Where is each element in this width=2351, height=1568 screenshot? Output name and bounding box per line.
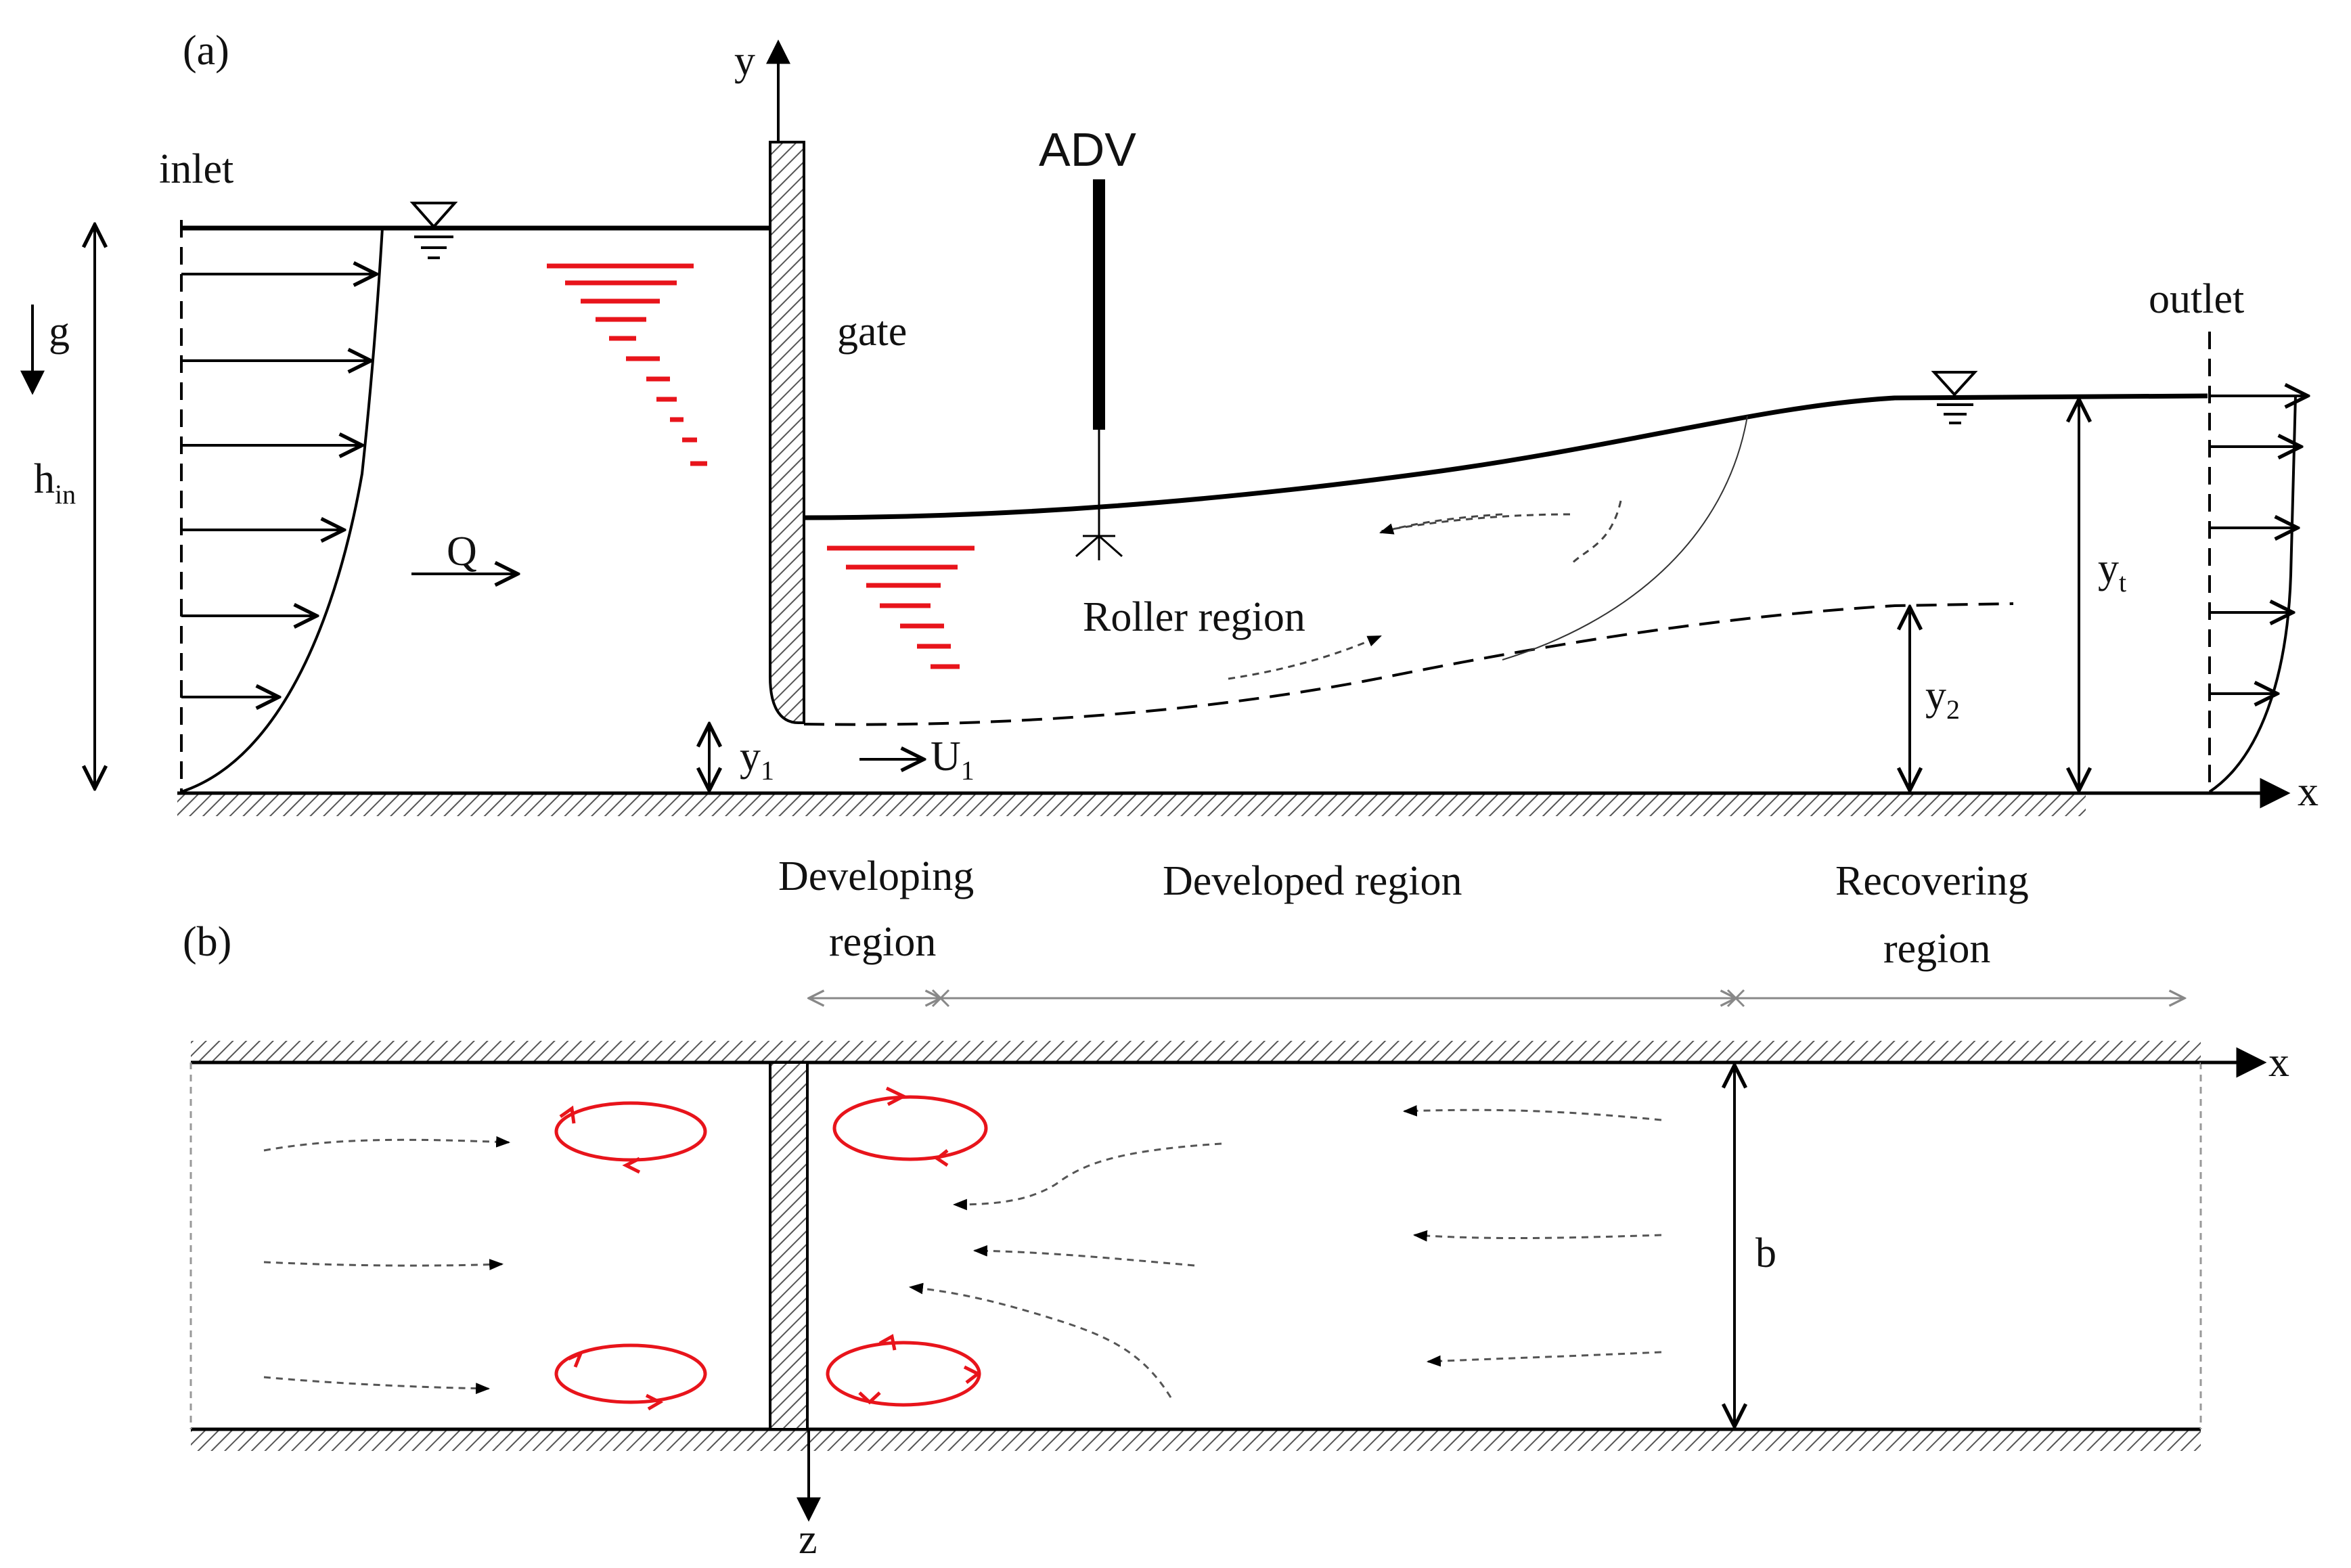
developing-region-label-line2: region — [829, 919, 936, 965]
jet-boundary — [803, 602, 2014, 726]
inlet-velocity-arrows — [181, 274, 376, 697]
panel-b-label: (b) — [183, 919, 231, 965]
downstream-vortices — [826, 1086, 988, 1407]
hin-label: hin — [34, 456, 76, 510]
developing-region-label-line1: Developing — [778, 853, 974, 899]
x-axis-label-a: x — [2298, 769, 2319, 815]
inlet-velocity-profile — [181, 227, 384, 793]
bottom-wall-hatch — [191, 1429, 2201, 1451]
plan-gate — [769, 1061, 809, 1431]
sluice-gate — [769, 141, 805, 724]
tailwater-surface-icon — [1931, 371, 1978, 424]
outlet-velocity-profile — [2208, 395, 2297, 793]
u1-label: U1 — [931, 734, 975, 786]
y2-label: y2 — [1925, 673, 1960, 725]
developed-region-label: Developed region — [1163, 858, 1462, 904]
outlet-label: outlet — [2149, 276, 2244, 322]
adv-sensor-icon — [1075, 535, 1123, 560]
top-wall-hatch — [191, 1041, 2201, 1062]
downstream-streamlines — [908, 1105, 1662, 1398]
channel-bed-hatch — [177, 793, 2086, 816]
region-labels: Developing region Developed region Recov… — [778, 853, 2185, 1008]
yt-label: yt — [2098, 545, 2126, 598]
roller-arrow-left — [1379, 513, 1503, 535]
downstream-water-surface — [803, 393, 2208, 520]
width-label: b — [1755, 1230, 1776, 1276]
recovering-region-label-line1: Recovering — [1835, 858, 2029, 904]
roller-circulation-top — [1380, 500, 1622, 566]
panel-a-label: (a) — [183, 28, 229, 74]
discharge-label: Q — [447, 529, 477, 575]
region-extent-lines — [809, 989, 2185, 1008]
recovering-region-label-line2: region — [1883, 926, 1990, 972]
free-surface-icon — [409, 202, 458, 259]
y-axis-label-a: y — [734, 38, 755, 84]
inlet-label: inlet — [159, 146, 233, 192]
upstream-streamlines — [263, 1136, 511, 1395]
gravity-label: g — [49, 309, 70, 355]
upstream-pressure-distribution — [547, 263, 707, 466]
adv-probe — [1093, 179, 1105, 430]
panel-b: (b) x z b — [183, 919, 2289, 1563]
roller-arrow-right — [1228, 635, 1382, 680]
downstream-pressure-distribution — [827, 545, 975, 669]
roller-region-label: Roller region — [1083, 594, 1305, 640]
gate-label: gate — [837, 309, 907, 355]
outlet-velocity-arrows — [2210, 396, 2308, 694]
x-axis-label-b: x — [2268, 1039, 2289, 1085]
upstream-vortices — [554, 1101, 707, 1411]
adv-label: ADV — [1039, 123, 1136, 176]
y1-label: y1 — [740, 734, 774, 786]
z-axis-label: z — [799, 1517, 818, 1563]
roller-boundary — [1502, 416, 1748, 660]
panel-a: (a) x inlet hin g — [20, 28, 2319, 816]
